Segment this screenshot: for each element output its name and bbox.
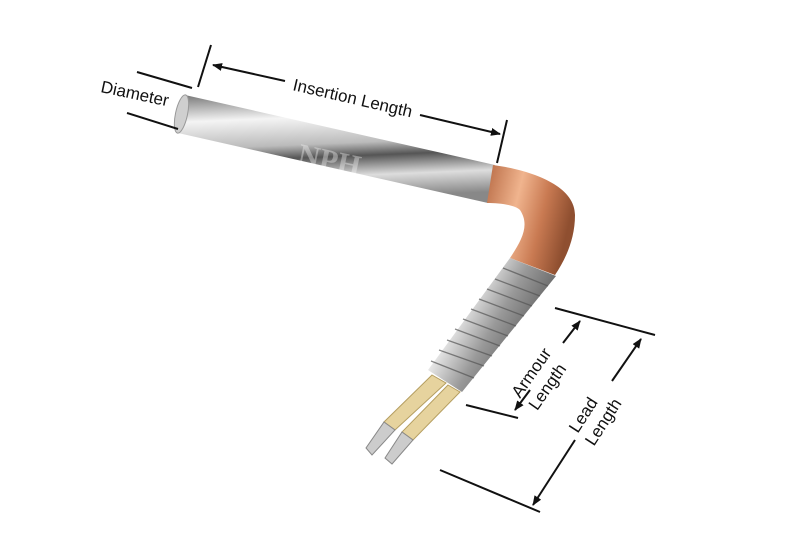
lead-wires — [365, 374, 461, 465]
copper-elbow — [487, 165, 575, 275]
armour-sleeve — [428, 258, 556, 392]
heater-rod: NPH — [173, 94, 495, 203]
diameter-label: Diameter — [99, 77, 171, 110]
insertion-length-label: Insertion Length — [291, 75, 414, 121]
